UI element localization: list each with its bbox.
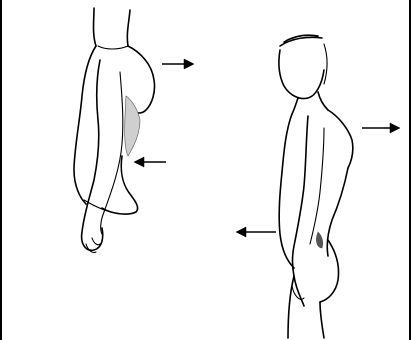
left-figure-back: [74, 46, 96, 204]
arrow-right-chest-left-figure: [162, 59, 194, 69]
left-figure-upper-body: [74, 8, 155, 253]
left-figure-arm: [82, 60, 103, 250]
left-figure-shading: [125, 96, 140, 156]
left-figure-collar: [98, 46, 128, 49]
right-figure-back: [279, 114, 294, 268]
right-figure-arm: [293, 116, 309, 306]
right-figure-hip: [320, 240, 339, 302]
right-figure-head: [279, 50, 324, 99]
right-figure-hair: [280, 35, 322, 46]
right-figure-chest: [328, 110, 353, 168]
right-figure-standing: [279, 35, 353, 338]
left-figure-neck: [94, 8, 131, 46]
right-figure-leg-front: [288, 276, 294, 338]
right-figure-shading: [316, 232, 322, 248]
arrow-left-back-left-figure: [134, 157, 166, 167]
left-figure-lower-contour: [84, 200, 120, 214]
right-figure-face: [324, 44, 327, 84]
arrow-right-chest-right-figure: [362, 123, 400, 133]
arrow-left-belly-right-figure: [236, 227, 276, 237]
right-figure-arm-inner: [310, 128, 324, 244]
right-figure-leg-back: [320, 302, 324, 338]
right-figure-neck: [292, 92, 328, 114]
left-figure-waist: [102, 156, 138, 214]
